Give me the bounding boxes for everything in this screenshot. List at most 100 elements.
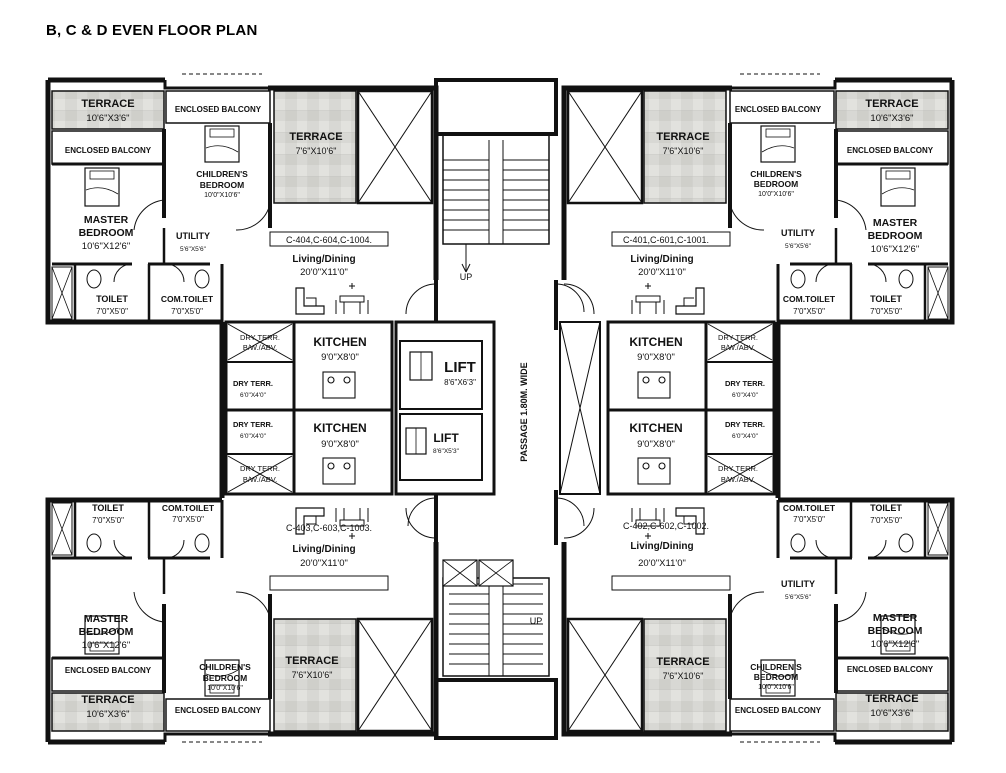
tl-children-size: 10'0"X10'6" [204,192,240,199]
br-terrace-big: TERRACE [656,656,709,668]
tl-enclosed-balcony-2: ENCLOSED BALCONY [175,105,262,114]
tr-master-bedroom: BEDROOM [868,230,923,242]
tr-com-toilet: COM.TOILET [783,294,836,304]
kitchen-mr-dry-top-size: 6'0"X4'0" [732,433,759,440]
br-living: Living/Dining [630,541,693,552]
page-title: B, C & D EVEN FLOOR PLAN [46,22,258,39]
tl-terrace-big: TERRACE [289,131,342,143]
kitchen-tr-size: 9'0"X8'0" [637,352,675,363]
stair-up-bottom: UP [530,616,543,626]
br-terrace-big-size: 7'6"X10'6" [663,671,704,681]
stair-up-top: UP [460,272,473,282]
kitchen-tr-name: KITCHEN [629,335,682,349]
bl-enclosed-balcony-2: ENCLOSED BALCONY [175,706,262,715]
br-toilet-size: 7'0"X5'0" [870,516,902,525]
tr-living-size: 20'0"X11'0" [638,267,686,278]
kitchen-mr-size: 9'0"X8'0" [637,439,675,450]
bl-toilet-size: 7'0"X5'0" [92,516,124,525]
tl-utility: UTILITY [176,231,210,241]
br-flat-ids: C-402,C-602,C-1002. [623,521,709,531]
tl-children: CHILDREN'S [196,169,248,179]
bl-living-size: 20'0"X11'0" [300,558,348,569]
tl-master-bedroom: BEDROOM [79,227,134,239]
kitchen-tl-dry-top: DRY TERR. [240,333,280,342]
br-toilet: TOILET [870,503,902,513]
tr-terrace-big-size: 7'6"X10'6" [663,146,704,156]
bl-com-toilet: COM.TOILET [162,503,215,513]
tr-children-size: 10'0"X10'6" [758,191,794,198]
bl-terrace-big-size: 7'6"X10'6" [292,670,333,680]
kitchen-ml-size: 9'0"X8'0" [321,439,359,450]
tr-enclosed-balcony: ENCLOSED BALCONY [847,146,934,155]
br-terrace-small: TERRACE [865,693,918,705]
tl-terrace-big-size: 7'6"X10'6" [296,146,337,156]
br-children-bedroom: BEDROOM [754,672,798,682]
lift-small-size: 8'6"X5'3" [433,448,460,455]
br-com-toilet-size: 7'0"X5'0" [793,515,825,524]
kitchen-mr-dry-bot: DRY TERR. [718,464,758,473]
passage-label: PASSAGE 1.80M. WIDE [519,362,529,461]
tr-flat-ids: C-401,C-601,C-1001. [623,235,709,245]
kitchen-tr-dry-bot-size: 6'0"X4'0" [732,392,759,399]
tl-terrace-small: TERRACE [81,98,134,110]
br-enclosed-balcony: ENCLOSED BALCONY [847,665,934,674]
central-core [182,73,820,743]
kitchen-tl-dry-bot: DRY TERR. [233,379,273,388]
br-living-size: 20'0"X11'0" [638,558,686,569]
br-master-size: 10'6"X12'6" [871,639,919,650]
bl-terrace-small: TERRACE [81,694,134,706]
kitchen-tr-dry-top: DRY TERR. [718,333,758,342]
tr-enclosed-balcony-2: ENCLOSED BALCONY [735,105,822,114]
tr-terrace-small: TERRACE [865,98,918,110]
tl-terrace-small-size: 10'6"X3'6" [86,113,129,124]
kitchen-ml-dry-bot: DRY TERR. [240,464,280,473]
bl-master: MASTER [84,613,129,625]
kitchen-tr-dry-top-2: B/W./ABV. [721,343,755,352]
kitchen-ml-dry-bot-2: B/W./ABV. [243,475,277,484]
tr-master-size: 10'6"X12'6" [871,244,919,255]
kitchen-ml-dry-top-size: 6'0"X4'0" [240,433,267,440]
bl-children: CHILDREN'S [199,662,251,672]
bl-children-bedroom: BEDROOM [203,673,247,683]
tl-com-toilet: COM.TOILET [161,294,214,304]
kitchen-tl-name: KITCHEN [313,335,366,349]
tl-living: Living/Dining [292,254,355,265]
lift-large-size: 8'6"X6'3" [444,378,476,387]
tl-living-size: 20'0"X11'0" [300,267,348,278]
kitchen-tl-dry-bot-size: 6'0"X4'0" [240,392,267,399]
kitchen-tl-dry-top-2: B/W./ABV. [243,343,277,352]
tr-children: CHILDREN'S [750,169,802,179]
bl-master-size: 10'6"X12'6" [82,640,130,651]
bl-enclosed-balcony: ENCLOSED BALCONY [65,666,152,675]
bl-flat-ids: C-403,C-603,C-1003. [286,523,372,533]
br-master: MASTER [873,612,918,624]
bl-com-toilet-size: 7'0"X5'0" [172,515,204,524]
tr-utility: UTILITY [781,228,815,238]
tl-children-bedroom: BEDROOM [200,180,244,190]
tr-children-bedroom: BEDROOM [754,179,798,189]
kitchen-ml-dry-top: DRY TERR. [233,420,273,429]
tr-toilet-size: 7'0"X5'0" [870,307,902,316]
tr-living: Living/Dining [630,254,693,265]
kitchen-tr-dry-bot: DRY TERR. [725,379,765,388]
kitchen-mr-name: KITCHEN [629,421,682,435]
kitchen-mr-dry-bot-2: B/W./ABV. [721,475,755,484]
tr-terrace-small-size: 10'6"X3'6" [870,113,913,124]
tr-terrace-big: TERRACE [656,131,709,143]
br-enclosed-balcony-2: ENCLOSED BALCONY [735,706,822,715]
lift-small-label: LIFT [433,431,459,445]
tl-flat-ids: C-404,C-604,C-1004. [286,235,372,245]
lift-large-label: LIFT [444,359,476,376]
br-com-toilet: COM.TOILET [783,503,836,513]
tl-toilet-size: 7'0"X5'0" [96,307,128,316]
bl-master-bedroom: BEDROOM [79,626,134,638]
br-terrace-small-size: 10'6"X3'6" [870,708,913,719]
tr-com-toilet-size: 7'0"X5'0" [793,307,825,316]
tl-master: MASTER [84,214,129,226]
br-children-size: 10'0"X10'6" [758,684,794,691]
kitchen-ml-name: KITCHEN [313,421,366,435]
br-master-bedroom: BEDROOM [868,625,923,637]
bl-terrace-big: TERRACE [285,655,338,667]
tr-utility-size: 5'6"X5'6" [785,243,812,250]
br-children: CHILDREN'S [750,662,802,672]
